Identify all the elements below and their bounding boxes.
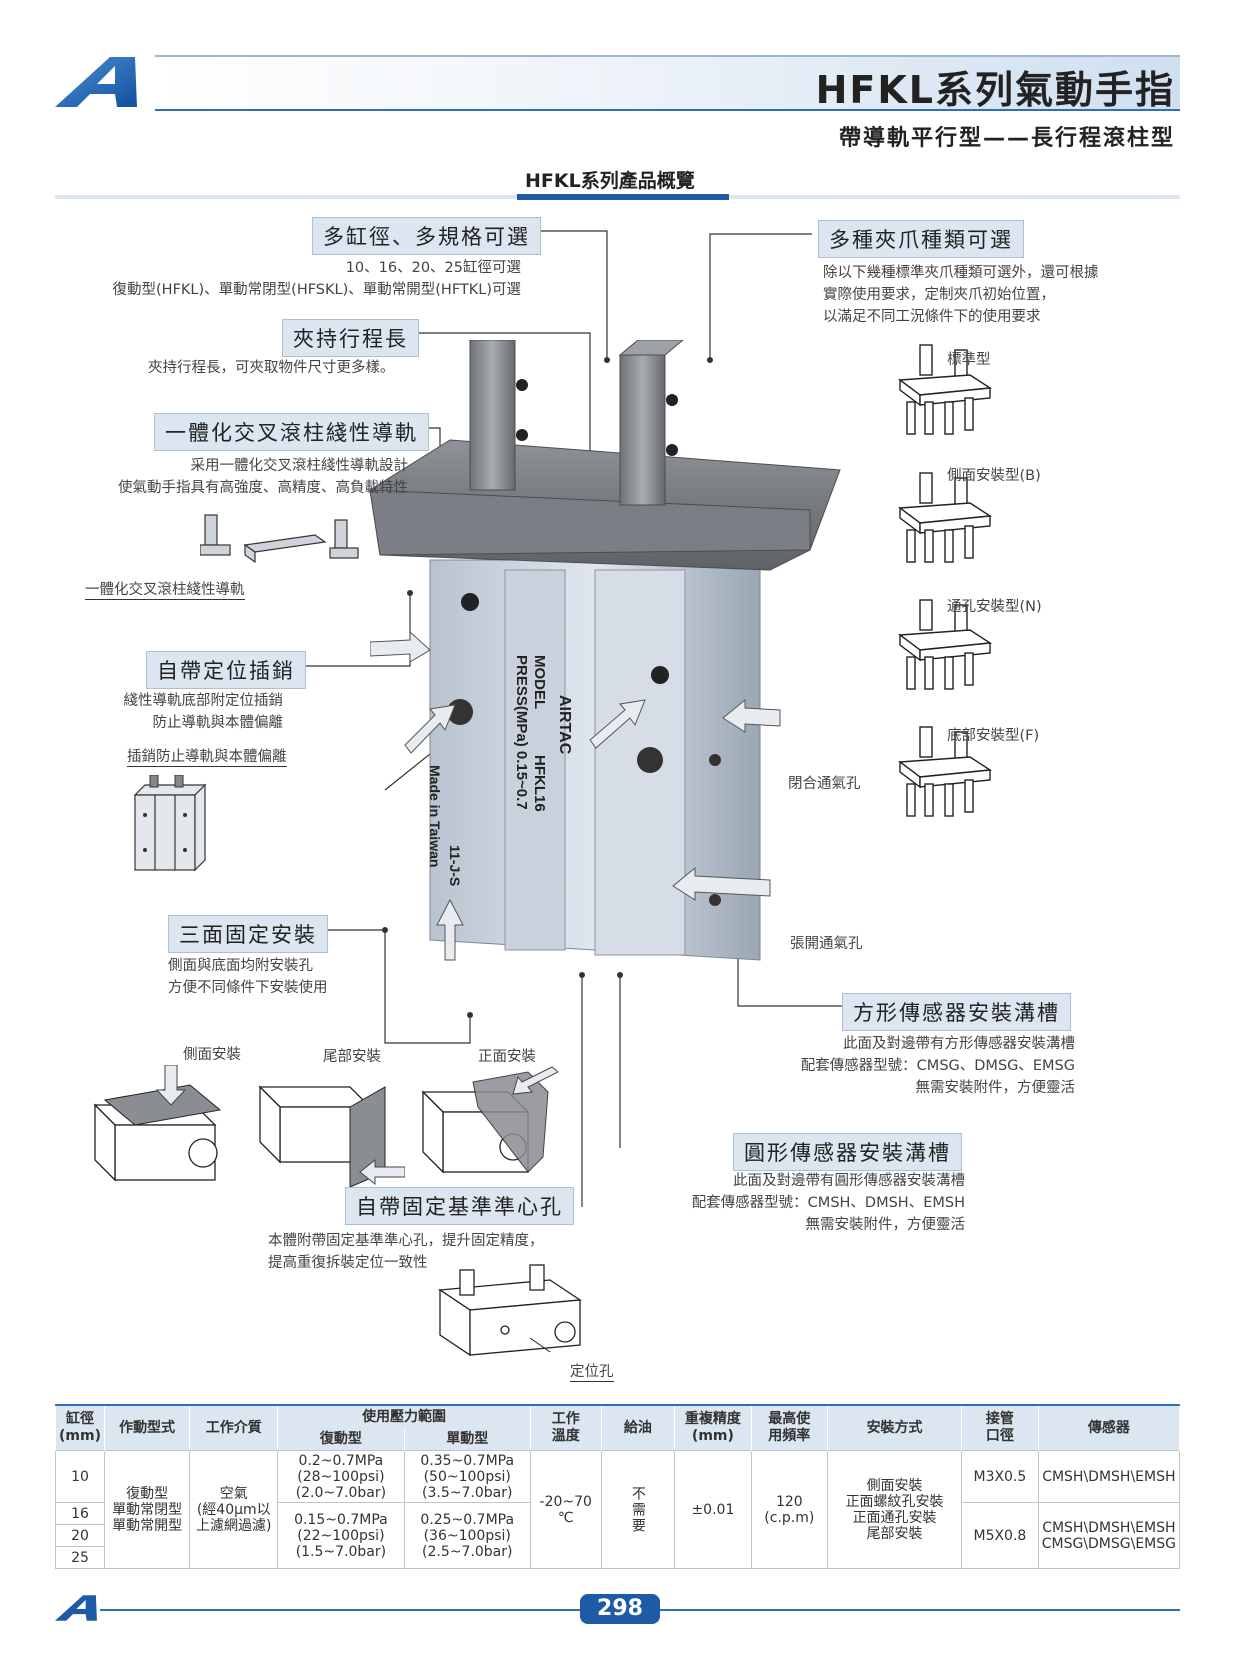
th-freq: 最高使用頻率 bbox=[750, 1404, 829, 1451]
body-made: Made in Taiwan bbox=[427, 765, 443, 867]
datum-hole-icon bbox=[438, 1264, 582, 1357]
cell-p-single: 0.25~0.7MPa(36~100psi)(2.5~7.0bar) bbox=[403, 1502, 531, 1569]
port-open-label: 張開通氣孔 bbox=[790, 936, 863, 952]
feature-jaw-types-desc2: 實際使用要求，定制夾爪初始位置， bbox=[823, 287, 1055, 303]
cell-port-small: M3X0.5 bbox=[961, 1450, 1039, 1503]
feature-jaw-types: 多種夾爪種類可選 bbox=[818, 220, 1024, 258]
cell-p10-double: 0.2~0.7MPa(28~100psi)(2.0~7.0bar) bbox=[277, 1450, 405, 1503]
mount-rear-icon bbox=[258, 1085, 405, 1188]
mount-rear-label: 尾部安裝 bbox=[323, 1049, 381, 1065]
port-close-label: 閉合通氣孔 bbox=[788, 776, 861, 792]
feature-round-sensor: 圓形傳感器安裝溝槽 bbox=[733, 1133, 962, 1171]
feature-pin-desc1: 綫性導軌底部附定位插銷 bbox=[123, 693, 284, 709]
feature-stroke: 夾持行程長 bbox=[282, 319, 419, 357]
feature-datum-desc1: 本體附帶固定基準準心孔，提升固定精度， bbox=[268, 1233, 544, 1249]
pin-caption: 插銷防止導軌與本體偏離 bbox=[127, 745, 287, 767]
feature-square-sensor-desc3: 無需安裝附件，方便靈活 bbox=[915, 1080, 1076, 1096]
feature-guide-desc1: 采用一體化交叉滾柱綫性導軌設計 bbox=[190, 458, 409, 474]
th-port: 接管口徑 bbox=[961, 1404, 1039, 1451]
feature-square-sensor-desc1: 此面及對邊帶有方形傳感器安裝溝槽 bbox=[843, 1036, 1075, 1052]
jaw-type-standard: 標準型 bbox=[947, 352, 991, 368]
body-model-label: MODEL bbox=[531, 655, 548, 709]
th-medium: 工作介質 bbox=[189, 1404, 279, 1451]
cell-repeat: ±0.01 bbox=[674, 1450, 752, 1569]
pin-detail-icon bbox=[133, 775, 207, 872]
body-code: 11-J-S bbox=[447, 845, 463, 886]
brand-logo-icon bbox=[55, 57, 137, 107]
cell-p-double: 0.15~0.7MPa(22~100psi)(1.5~7.0bar) bbox=[277, 1502, 405, 1569]
cell-freq: 120(c.p.m) bbox=[750, 1450, 829, 1569]
cell-action: 復動型單動常閉型單動常開型 bbox=[103, 1450, 191, 1569]
feature-guide: 一體化交叉滾柱綫性導軌 bbox=[154, 413, 429, 451]
jaw-type-through: 通孔安裝型(N) bbox=[947, 599, 1042, 615]
feature-datum-desc2: 提高重復拆裝定位一致性 bbox=[268, 1255, 428, 1271]
section-divider-accent bbox=[517, 194, 729, 200]
feature-round-sensor-desc3: 無需安裝附件，方便靈活 bbox=[805, 1217, 966, 1233]
feature-pin-desc2: 防止導軌與本體偏離 bbox=[152, 715, 284, 731]
guide-rail-icon bbox=[200, 514, 359, 564]
feature-pin: 自帶定位插銷 bbox=[146, 651, 306, 689]
page-subtitle: 帶導軌平行型——長行程滾柱型 bbox=[838, 126, 1175, 151]
header-bar bbox=[155, 55, 1180, 111]
feature-mount3-desc1: 側面與底面均附安裝孔 bbox=[168, 958, 313, 974]
gripper-main-illustration: MODEL HFKL16 PRESS(MPa) 0.15~0.7 AIRTAC … bbox=[370, 340, 841, 961]
cell-temp: -20~70℃ bbox=[529, 1450, 602, 1569]
feature-guide-desc2: 使氣動手指具有高強度、高精度、高負載特性 bbox=[118, 480, 408, 496]
feature-stroke-desc: 夾持行程長，可夾取物件尺寸更多樣。 bbox=[148, 360, 395, 376]
feature-mount3-desc2: 方便不同條件下安裝使用 bbox=[168, 980, 328, 996]
feature-jaw-types-desc1: 除以下幾種標準夾爪種類可選外，還可根據 bbox=[823, 265, 1099, 281]
cell-sensor-small: CMSH\DMSH\EMSH bbox=[1037, 1450, 1181, 1503]
guide-rail-caption: 一體化交叉滾柱綫性導軌 bbox=[85, 578, 245, 600]
cell-p10-single: 0.35~0.7MPa(50~100psi)(3.5~7.0bar) bbox=[403, 1450, 531, 1503]
th-double: 復動型 bbox=[277, 1428, 405, 1451]
feature-jaw-types-desc3: 以滿足不同工況條件下的使用要求 bbox=[823, 309, 1041, 325]
th-sensor: 傳感器 bbox=[1037, 1404, 1181, 1451]
cell-bore-16: 16 bbox=[55, 1502, 105, 1525]
page-number: 298 bbox=[580, 1594, 660, 1624]
th-pressure: 使用壓力範圍 bbox=[277, 1404, 531, 1428]
datum-hole-caption: 定位孔 bbox=[570, 1360, 614, 1382]
body-brand: AIRTAC bbox=[556, 695, 573, 755]
feature-square-sensor-desc2: 配套傳感器型號：CMSG、DMSG、EMSG bbox=[800, 1058, 1075, 1074]
cell-port-large: M5X0.8 bbox=[961, 1502, 1039, 1569]
jaw-type-side: 側面安裝型(B) bbox=[947, 468, 1041, 484]
cell-oil: 不需要 bbox=[600, 1450, 676, 1569]
feature-round-sensor-desc2: 配套傳感器型號：CMSH、DMSH、EMSH bbox=[691, 1195, 965, 1211]
th-action: 作動型式 bbox=[103, 1404, 191, 1451]
feature-multi-bore: 多缸徑、多規格可選 bbox=[312, 217, 541, 255]
feature-multi-bore-desc2: 復動型(HFKL)、單動常閉型(HFSKL)、單動常開型(HFTKL)可選 bbox=[112, 282, 521, 298]
mount-side-label: 側面安裝 bbox=[183, 1047, 241, 1063]
th-oil: 給油 bbox=[600, 1404, 676, 1451]
feature-square-sensor: 方形傳感器安裝溝槽 bbox=[842, 993, 1071, 1031]
th-bore: 缸徑(mm) bbox=[55, 1404, 105, 1451]
feature-multi-bore-desc1: 10、16、20、25缸徑可選 bbox=[345, 260, 521, 276]
feature-round-sensor-desc1: 此面及對邊帶有圓形傳感器安裝溝槽 bbox=[733, 1173, 965, 1189]
th-temp: 工作溫度 bbox=[529, 1404, 602, 1451]
feature-datum: 自帶固定基準準心孔 bbox=[345, 1187, 574, 1225]
mount-front-icon bbox=[421, 1066, 558, 1174]
th-single: 單動型 bbox=[403, 1428, 531, 1451]
cell-medium: 空氣(經40μm以上濾網過濾) bbox=[189, 1450, 279, 1569]
jaw-type-bottom: 底部安裝型(F) bbox=[947, 728, 1040, 744]
cell-mount: 側面安裝正面螺紋孔安裝正面通孔安裝尾部安裝 bbox=[827, 1450, 963, 1569]
cell-bore-20: 20 bbox=[55, 1524, 105, 1547]
section-title: HFKL系列產品概覽 bbox=[525, 170, 695, 192]
page-title: HFKL系列氣動手指 bbox=[815, 68, 1175, 112]
mount-front-label: 正面安裝 bbox=[478, 1049, 536, 1065]
cell-bore-10: 10 bbox=[55, 1450, 105, 1503]
mount-side-icon bbox=[93, 1065, 222, 1182]
feature-mount3: 三面固定安裝 bbox=[168, 915, 328, 953]
cell-bore-25: 25 bbox=[55, 1546, 105, 1569]
body-model-value: HFKL16 bbox=[531, 755, 548, 812]
spec-table: 缸徑(mm) 作動型式 工作介質 使用壓力範圍 工作溫度 給油 重複精度(mm)… bbox=[55, 1404, 1181, 1569]
footer-logo-icon bbox=[55, 1595, 97, 1621]
th-repeat: 重複精度(mm) bbox=[674, 1404, 752, 1451]
body-press: PRESS(MPa) 0.15~0.7 bbox=[513, 655, 530, 810]
th-mount: 安裝方式 bbox=[827, 1404, 963, 1451]
